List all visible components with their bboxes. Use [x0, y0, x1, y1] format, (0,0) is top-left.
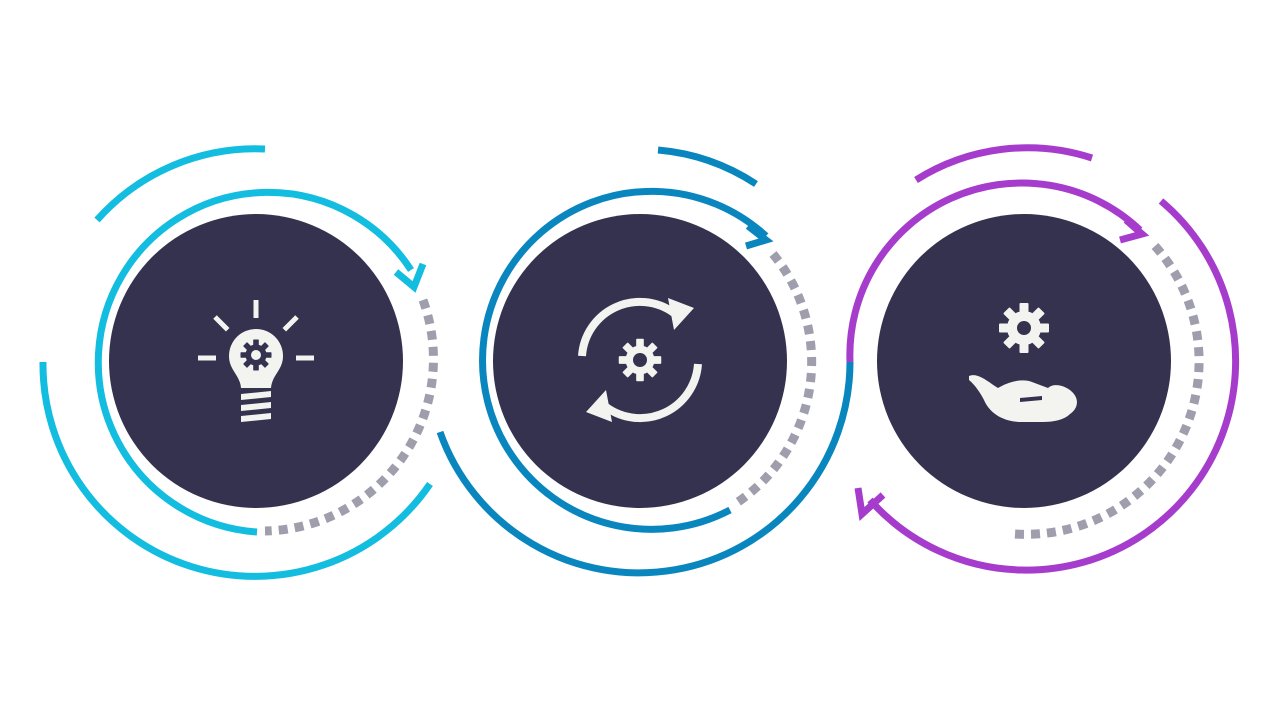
step-delivery-arrowhead-bottom	[854, 487, 886, 521]
step-process-arrowhead	[744, 223, 774, 250]
step-delivery	[846, 144, 1240, 574]
step-idea-inner-arc	[94, 188, 414, 536]
step-delivery-arrowhead-top	[1119, 217, 1150, 244]
refresh-gear-icon	[578, 297, 702, 423]
lightbulb-gear-icon	[198, 300, 314, 422]
step-idea-ring	[39, 145, 433, 580]
hand-gear-icon	[969, 303, 1077, 422]
step-process	[436, 146, 854, 577]
step-idea	[39, 145, 438, 580]
step-delivery-ring	[846, 144, 1240, 574]
step-process-dashed-arc	[735, 251, 817, 506]
step-idea-arrowhead	[393, 262, 427, 293]
step-idea-outer-arc-bottom	[39, 361, 433, 580]
step-delivery-outer-arc-right	[867, 198, 1240, 574]
step-idea-outer-arc-top	[94, 145, 266, 223]
step-delivery-circle	[877, 214, 1171, 508]
step-process-outer-arc-bottom	[436, 361, 854, 577]
step-process-ring	[436, 146, 854, 577]
step-process-inner-arc	[479, 187, 769, 533]
step-idea-dashed-arc	[264, 298, 438, 536]
step-delivery-inner-arc	[846, 179, 1143, 363]
step-process-outer-arc-top	[657, 146, 758, 187]
step-delivery-outer-arc-top	[914, 144, 1094, 183]
